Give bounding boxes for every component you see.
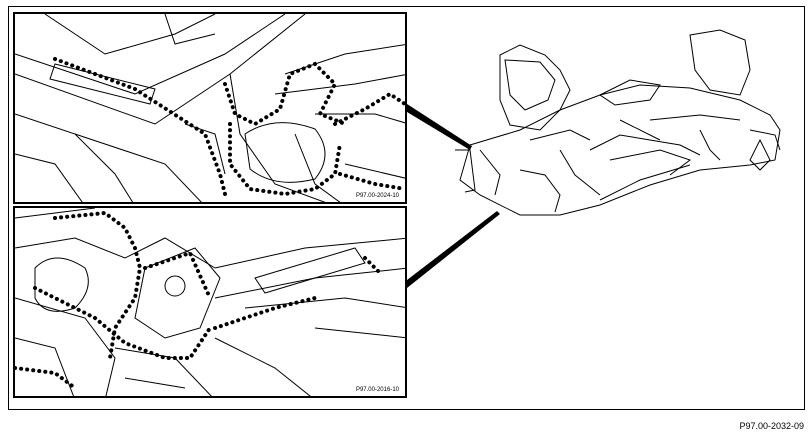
weld-seam-drawing-bottom [15, 208, 405, 396]
weld-seam-drawing-top [15, 14, 405, 202]
figure-code-label: P97.00-2032-09 [739, 421, 804, 431]
leader-lines [407, 104, 500, 288]
detail-code-label: P97.00-2016-10 [355, 387, 399, 393]
detail-code-label: P97.00-2024-10 [355, 193, 399, 199]
car-body-outline [455, 29, 781, 216]
detail-view-bottom: P97.00-2016-10 [13, 206, 407, 398]
detail-view-top: P97.00-2024-10 [13, 12, 407, 204]
